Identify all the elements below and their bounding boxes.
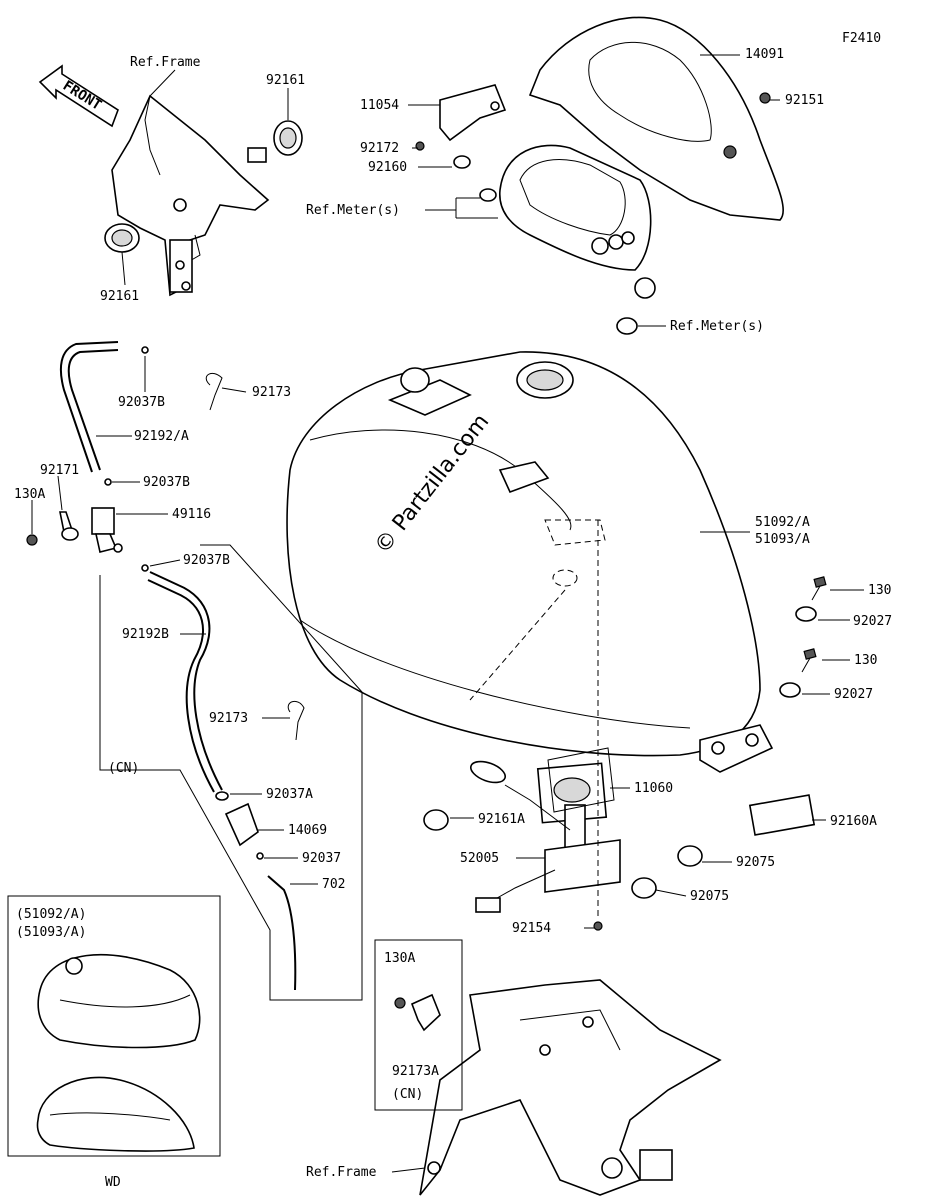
label-130-2: 130 — [854, 653, 877, 668]
bracket-11054 — [439, 84, 507, 142]
label-92173-1: 92173 — [252, 385, 291, 400]
label-wd-line2: (51093/A) — [16, 925, 86, 940]
label-ref-frame-top: Ref.Frame — [130, 55, 201, 70]
inset-box-wd — [7, 895, 221, 1157]
clip-92173-mid — [287, 700, 305, 741]
bracket-92171 — [59, 511, 79, 541]
fuel-pump-52005 — [470, 760, 621, 913]
label-92037: 92037 — [302, 851, 341, 866]
clamp-92173a — [394, 993, 441, 1032]
label-14091: 14091 — [745, 47, 784, 62]
label-92171: 92171 — [40, 463, 79, 478]
rubber-damper-92161-left — [104, 223, 140, 253]
grommet-92075-top — [677, 845, 703, 867]
hose-702 — [267, 875, 297, 991]
washer-92027-top — [795, 606, 817, 622]
grommet-92160 — [453, 155, 471, 169]
label-49116: 49116 — [172, 507, 211, 522]
hose-92192a — [59, 341, 149, 486]
label-92151: 92151 — [785, 93, 824, 108]
label-92037b-2: 92037B — [143, 475, 190, 490]
label-wd-caption: WD — [105, 1175, 121, 1190]
screw-92154 — [593, 921, 603, 931]
label-92172: 92172 — [360, 141, 399, 156]
fuel-cock-49116 — [91, 507, 123, 553]
label-wd-line1: (51092/A) — [16, 907, 86, 922]
gasket-11060 — [547, 747, 615, 813]
bolt-130-bottom — [801, 648, 817, 673]
pad-92160a — [748, 794, 816, 836]
rear-mount-bracket — [699, 724, 774, 773]
cn-region-outline — [99, 544, 363, 1001]
fuel-filter-14069 — [215, 791, 264, 860]
fuel-tank-51092-51093 — [286, 351, 761, 757]
meter-cover-14091 — [528, 16, 784, 221]
label-ref-meters-right: Ref.Meter(s) — [670, 319, 764, 334]
washer-92027-bottom — [779, 682, 801, 698]
label-92037b-3: 92037B — [183, 553, 230, 568]
label-inset-cn: (CN) — [392, 1087, 423, 1102]
grommet-meter-left — [479, 188, 497, 202]
label-92037a: 92037A — [266, 787, 313, 802]
label-702: 702 — [322, 877, 345, 892]
label-11054: 11054 — [360, 98, 399, 113]
label-14069: 14069 — [288, 823, 327, 838]
bolt-130a-left — [26, 534, 38, 546]
bolt-130-top — [811, 576, 827, 601]
frame-neck-section — [111, 94, 270, 297]
label-92160a: 92160A — [830, 814, 877, 829]
label-92154: 92154 — [512, 921, 551, 936]
label-92027-1: 92027 — [853, 614, 892, 629]
wd-tank-top-view — [37, 953, 201, 1049]
rubber-damper-92161-top — [247, 120, 303, 163]
label-92027-2: 92027 — [834, 687, 873, 702]
label-92192b: 92192B — [122, 627, 169, 642]
label-51093a: 51093/A — [755, 532, 810, 547]
meter-assembly — [499, 144, 656, 299]
frame-lower-section — [419, 979, 722, 1196]
label-inset-130a: 130A — [384, 951, 415, 966]
label-11060: 11060 — [634, 781, 673, 796]
label-92075-1: 92075 — [736, 855, 775, 870]
bolt-92151 — [759, 92, 771, 104]
label-cn-1: (CN) — [108, 761, 139, 776]
label-92161a: 92161A — [478, 812, 525, 827]
label-ref-meters-left: Ref.Meter(s) — [306, 203, 400, 218]
inset-box-cn — [374, 939, 463, 1111]
grommet-92075-bottom — [631, 877, 657, 899]
grommet-meter-right — [616, 317, 638, 335]
clip-92173-top — [205, 372, 223, 411]
label-92192a: 92192/A — [134, 429, 189, 444]
label-51092a: 51092/A — [755, 515, 810, 530]
nut-92172 — [415, 141, 425, 151]
label-92160: 92160 — [368, 160, 407, 175]
label-92161-left: 92161 — [100, 289, 139, 304]
wd-tank-side-view — [36, 1076, 195, 1152]
label-52005: 52005 — [460, 851, 499, 866]
hose-92192b — [141, 564, 223, 793]
label-92173-2: 92173 — [209, 711, 248, 726]
label-130-1: 130 — [868, 583, 891, 598]
label-inset-92173a: 92173A — [392, 1064, 439, 1079]
label-92037b-1: 92037B — [118, 395, 165, 410]
grommet-92161a — [423, 809, 449, 831]
leader-lines — [31, 54, 864, 1173]
label-130a-left: 130A — [14, 487, 45, 502]
label-ref-frame-bottom: Ref.Frame — [306, 1165, 377, 1180]
front-arrow-icon: FRONT — [38, 64, 119, 128]
label-92075-2: 92075 — [690, 889, 729, 904]
label-92161-top: 92161 — [266, 73, 305, 88]
figure-code: F2410 — [842, 31, 881, 46]
